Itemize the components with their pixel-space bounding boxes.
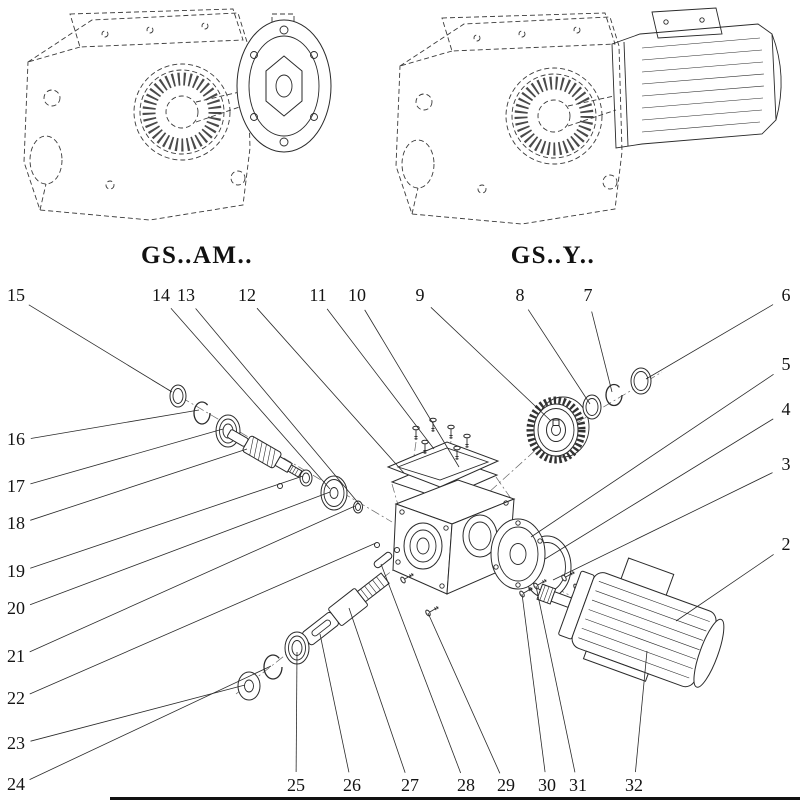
callout-12: 12 [238,285,256,305]
leader-line-13 [195,308,361,506]
dowel-pin-housing [374,542,380,548]
callout-7: 7 [584,285,593,305]
variant-label-am: GS..AM.. [141,242,253,269]
leader-line-20 [29,491,331,606]
washer-disc [320,475,348,511]
sheet-border-line [110,797,800,800]
callout-32: 32 [625,775,643,795]
leader-line-11 [326,308,435,450]
callout-24: 24 [7,774,25,794]
leader-line-19 [30,475,304,569]
callout-19: 19 [7,561,25,581]
gear-snap-ring [605,383,623,407]
leader-line-17 [30,428,224,485]
leader-line-18 [30,448,248,521]
leader-line-4 [544,418,774,560]
callout-23: 23 [7,733,25,753]
terminal-box [651,7,723,39]
leader-line-31 [535,585,576,773]
callout-21: 21 [7,646,25,666]
callout-30: 30 [538,775,556,795]
callout-9: 9 [416,285,425,305]
callout-26: 26 [343,775,361,795]
worm-shaft [227,429,303,478]
leader-line-32 [635,650,648,773]
leader-line-2 [675,554,774,622]
motor-fan-cover [693,618,725,688]
leader-line-30 [521,593,546,773]
input-seal-ring [169,384,187,408]
callout-3: 3 [782,454,791,474]
callout-6: 6 [782,285,791,305]
leader-line-8 [527,309,591,405]
output-shaft [302,572,390,646]
leader-line-9 [430,307,552,422]
callout-22: 22 [7,688,25,708]
leader-line-12 [256,307,405,474]
gearbox-am-drawing [24,9,332,220]
callout-14: 14 [152,285,170,305]
shaft-key [373,551,393,569]
callout-28: 28 [457,775,475,795]
output-snap-ring [263,654,283,680]
callout-17: 17 [7,476,25,496]
spacer-ring [299,469,313,487]
output-flange [236,13,332,153]
callout-18: 18 [7,513,25,533]
shaft-pin [394,547,400,553]
gear-spacer-ring [582,394,602,420]
leader-line-3 [552,472,773,581]
leader-line-6 [645,304,774,380]
gearbox-y-drawing [396,7,782,224]
motor-drawing [611,7,782,149]
leader-line-25 [295,651,298,773]
callout-13: 13 [177,285,195,305]
input-snap-ring [193,401,211,425]
callout-2: 2 [782,534,791,554]
leader-line-22 [29,542,377,695]
callout-4: 4 [782,399,791,419]
leader-line-16 [30,409,200,439]
variant-label-y: GS..Y.. [511,242,596,269]
motor-feet [582,650,649,682]
callout-29: 29 [497,775,515,795]
leader-line-10 [364,309,460,468]
leader-line-15 [28,304,173,393]
leader-line-21 [29,505,356,653]
callout-5: 5 [782,354,791,374]
callout-31: 31 [569,775,587,795]
callout-27: 27 [401,775,419,795]
leader-line-24 [29,665,272,780]
callout-20: 20 [7,598,25,618]
callout-16: 16 [7,429,25,449]
leader-line-28 [380,563,462,774]
output-cover [490,518,546,590]
gear-seal-ring [630,367,652,395]
leader-line-7 [591,311,613,393]
leader-line-5 [530,374,774,538]
callout-11: 11 [309,285,326,305]
callout-10: 10 [348,285,366,305]
leader-line-29 [427,612,501,774]
callout-8: 8 [516,285,525,305]
callout-25: 25 [287,775,305,795]
callout-15: 15 [7,285,25,305]
exploded-view [151,367,725,701]
leader-line-14 [170,307,331,490]
leader-line-23 [30,684,246,742]
gear-keyway [552,419,560,426]
gear-housing [392,479,516,595]
leader-line-27 [348,607,406,773]
gear [526,396,590,464]
cover-plate [386,441,500,488]
housing-screw-lower [424,603,441,618]
motor [536,557,725,688]
leader-line-26 [319,633,350,773]
